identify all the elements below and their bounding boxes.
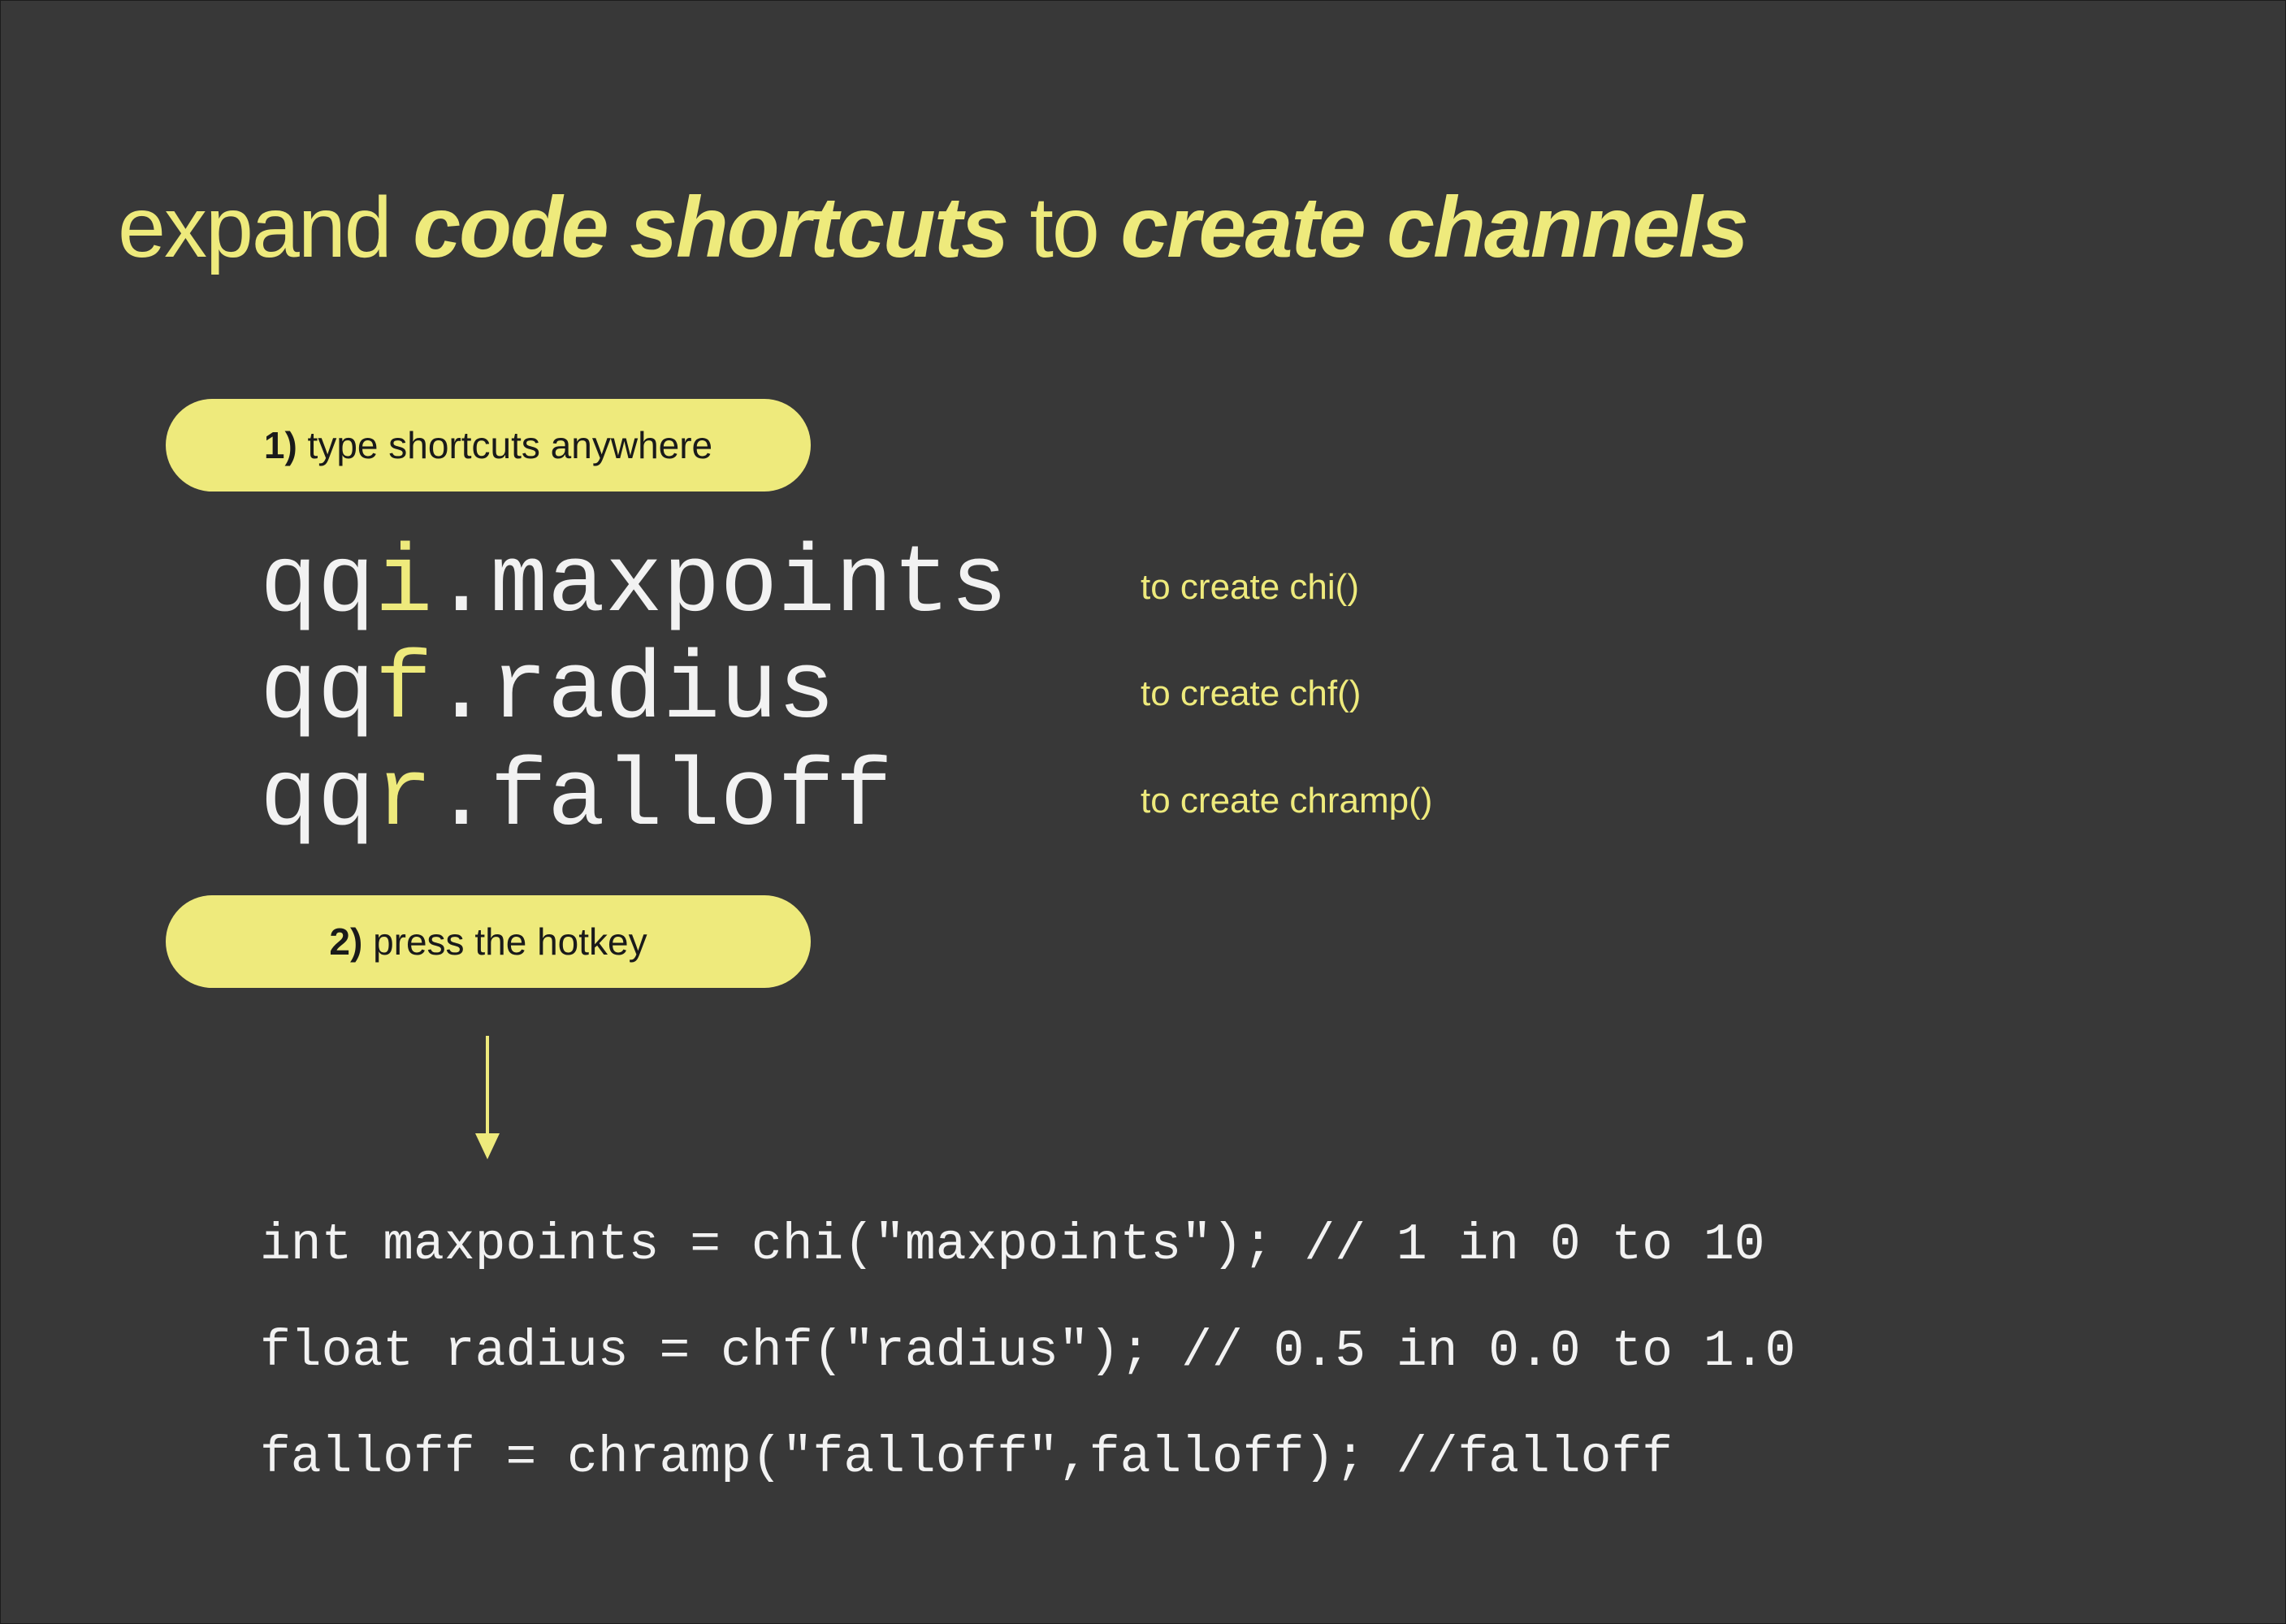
- slide-title: expand code shortcuts to create channels: [118, 162, 1749, 292]
- title-part-code-shortcuts: code shortcuts: [413, 180, 1009, 275]
- code-line-maxpoints: int maxpoints = chi("maxpoints"); // 1 i…: [260, 1216, 1765, 1274]
- shortcut-name: .maxpoints: [432, 531, 1008, 639]
- step-2-text: press the hotkey: [362, 920, 647, 963]
- step-1-text: type shortcuts anywhere: [297, 424, 713, 466]
- shortcut-note-chramp: to create chramp(): [1141, 781, 1433, 821]
- shortcut-prefix: qq: [260, 531, 375, 639]
- step-2-badge: 2) press the hotkey: [166, 895, 811, 988]
- arrow-down-icon: [475, 1036, 500, 1159]
- step-1-number: 1): [263, 424, 297, 466]
- step-2-number: 2): [329, 920, 363, 963]
- shortcut-type-letter: i: [375, 531, 433, 639]
- shortcut-type-letter: r: [375, 745, 433, 853]
- shortcut-type-letter: f: [375, 638, 433, 746]
- title-part-create-channels: create channels: [1120, 180, 1748, 275]
- shortcut-note-chi: to create chi(): [1141, 567, 1359, 607]
- shortcut-name: .radius: [432, 638, 836, 746]
- code-line-falloff: falloff = chramp("falloff",falloff); //f…: [260, 1429, 1673, 1487]
- shortcut-line-falloff: qqr.falloff: [260, 746, 893, 853]
- shortcut-name: .falloff: [432, 745, 893, 853]
- shortcut-note-chf: to create chf(): [1141, 673, 1362, 713]
- shortcut-prefix: qq: [260, 745, 375, 853]
- shortcut-line-maxpoints: qqi.maxpoints: [260, 532, 1008, 639]
- title-part-expand: expand: [118, 180, 413, 275]
- shortcut-prefix: qq: [260, 638, 375, 746]
- shortcut-line-radius: qqf.radius: [260, 639, 835, 746]
- step-1-badge: 1) type shortcuts anywhere: [166, 399, 811, 492]
- code-line-radius: float radius = chf("radius"); // 0.5 in …: [260, 1323, 1796, 1380]
- title-part-to: to: [1007, 180, 1121, 275]
